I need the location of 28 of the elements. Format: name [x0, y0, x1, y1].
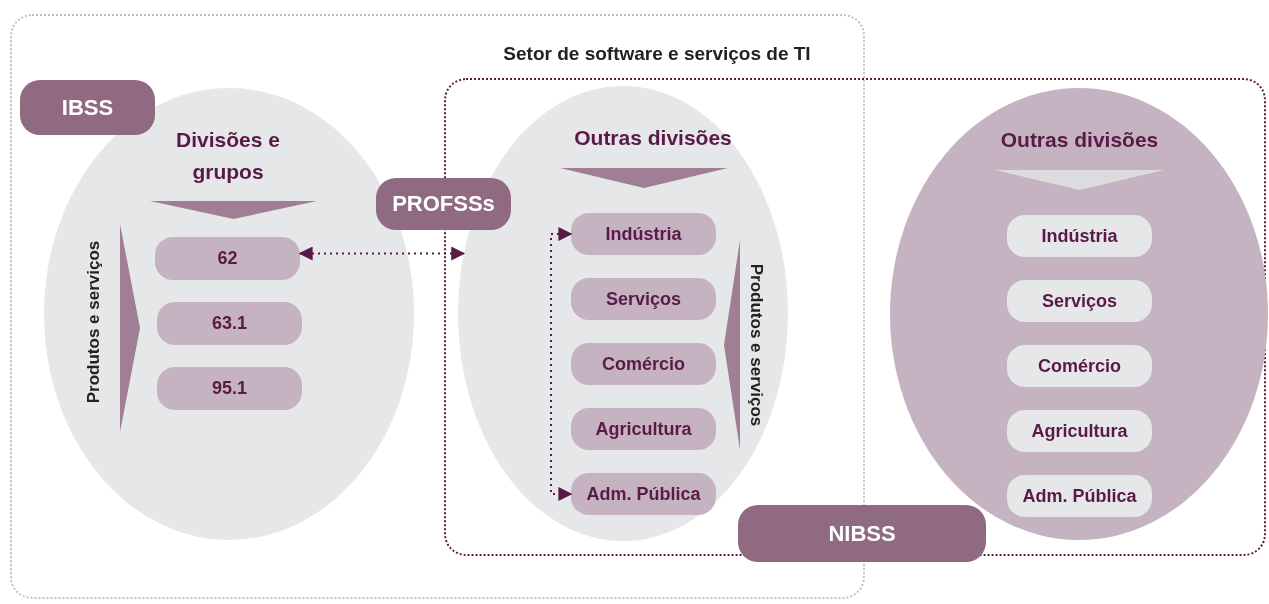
- category-box: 63.1: [157, 302, 302, 345]
- category-box: Agricultura: [1007, 410, 1152, 452]
- heading-text: Outras divisões: [573, 125, 733, 151]
- vertical-label: Produtos e serviços: [83, 240, 104, 404]
- chevron-marker: [560, 168, 728, 188]
- category-box: Comércio: [571, 343, 716, 385]
- category-box: Agricultura: [571, 408, 716, 450]
- arrow: [550, 227, 573, 501]
- chevron-marker: [120, 224, 140, 432]
- category-box: Adm. Pública: [571, 473, 716, 515]
- label-badge: IBSS: [20, 80, 155, 135]
- category-box: Adm. Pública: [1007, 475, 1152, 517]
- group-title: Setor de software e serviços de TI: [502, 42, 812, 66]
- category-box: 62: [155, 237, 300, 280]
- arrow: [298, 246, 466, 261]
- chevron-marker: [150, 201, 317, 219]
- category-box: Comércio: [1007, 345, 1152, 387]
- category-box: Indústria: [571, 213, 716, 255]
- vertical-label: Produtos e serviços: [745, 263, 766, 427]
- chevron-marker: [995, 170, 1164, 190]
- category-box: 95.1: [157, 367, 302, 410]
- category-box: Serviços: [1007, 280, 1152, 322]
- chevron-marker: [724, 240, 740, 450]
- label-badge: NIBSS: [738, 505, 986, 562]
- heading-text: Outras divisões: [999, 127, 1160, 153]
- heading-text: Divisões e grupos: [175, 127, 281, 185]
- category-box: Serviços: [571, 278, 716, 320]
- category-box: Indústria: [1007, 215, 1152, 257]
